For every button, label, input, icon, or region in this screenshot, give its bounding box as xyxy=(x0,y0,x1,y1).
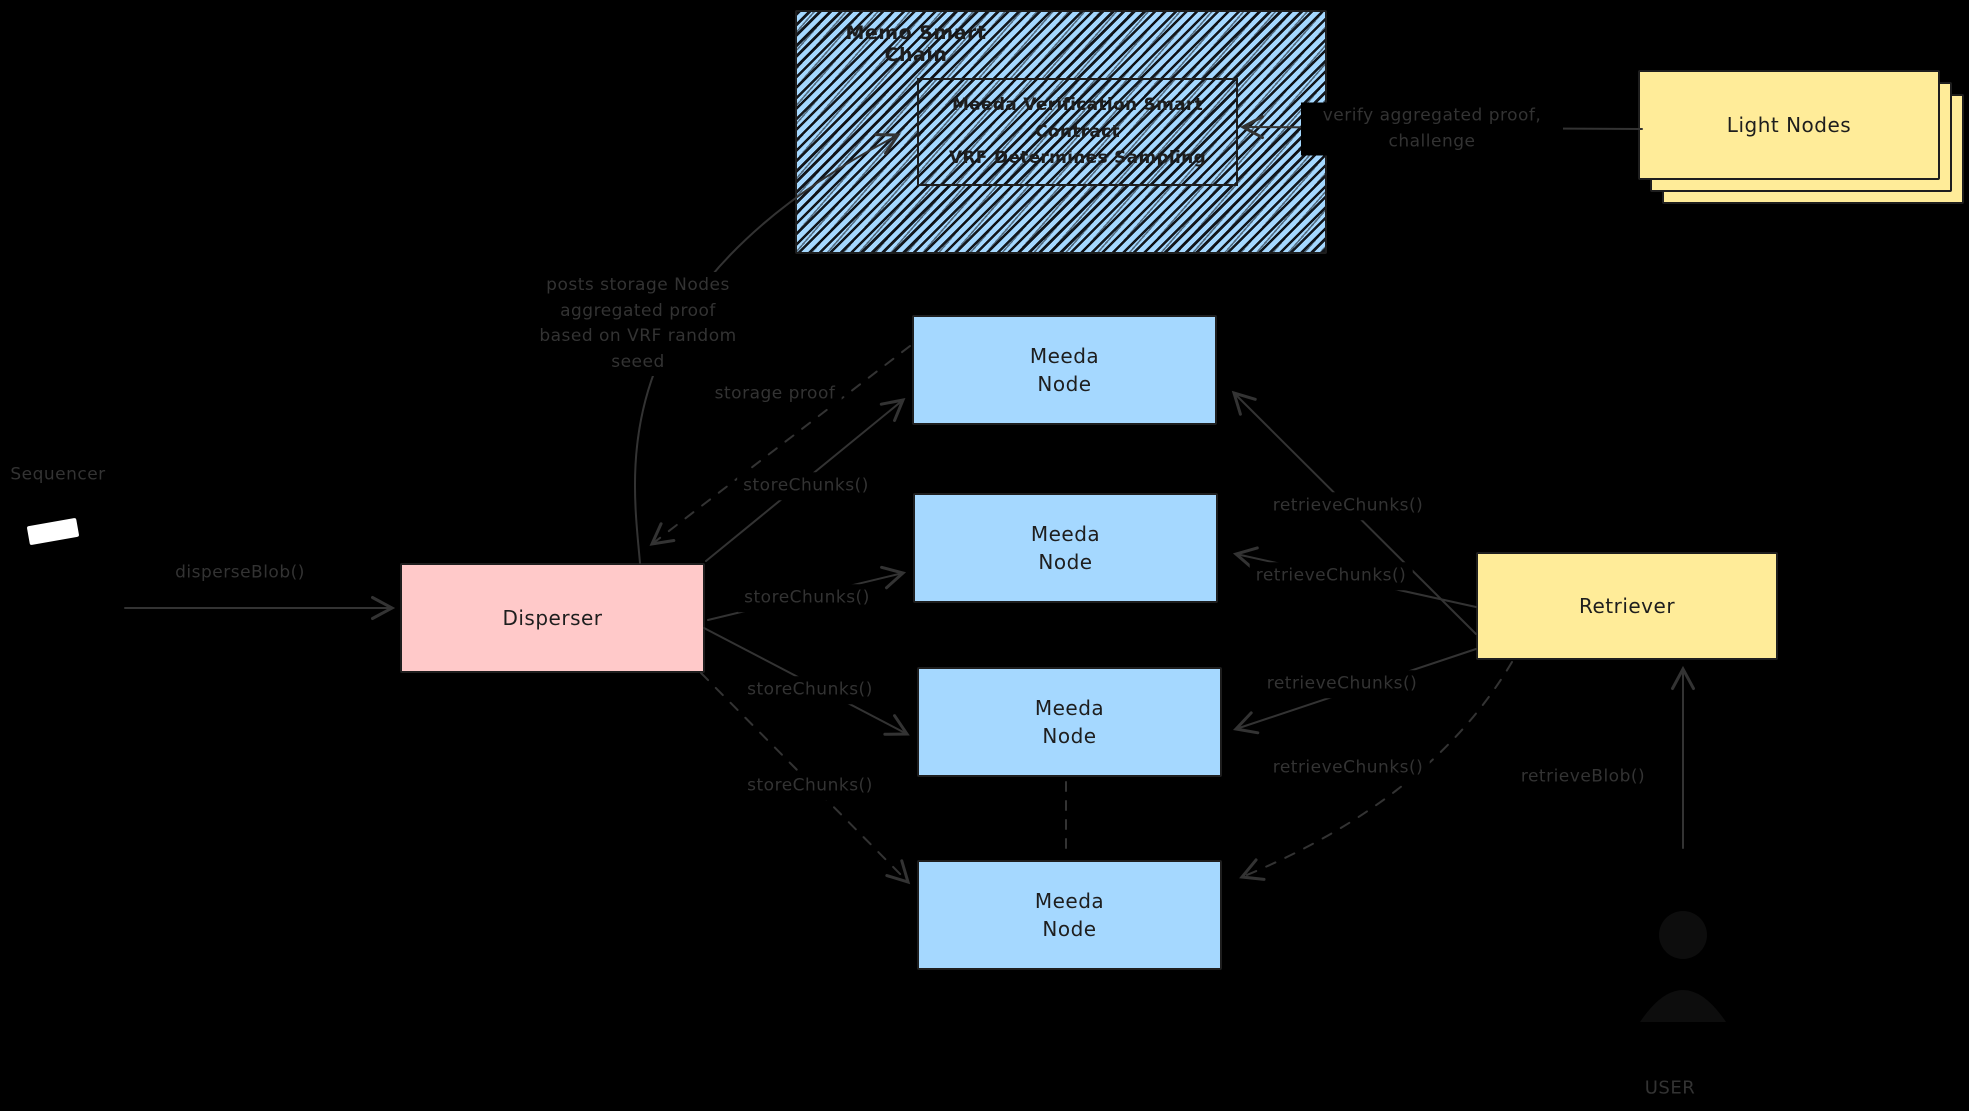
posts-proof-label: posts storage Nodes aggregated proof bas… xyxy=(518,272,758,376)
retrieve-blob-label: retrieveBlob() xyxy=(1514,763,1652,791)
meeda-node-2-line2: Node xyxy=(1038,550,1093,574)
verify-proof-line1: verify aggregated proof, xyxy=(1322,105,1542,126)
meeda-node-box-1: Meeda Node xyxy=(912,315,1217,425)
disperser-label: Disperser xyxy=(502,606,603,630)
store-chunks-label-4: storeChunks() xyxy=(741,772,879,800)
retrieve-chunks-label-2: retrieveChunks() xyxy=(1249,562,1413,590)
memo-smart-chain-title: Memo Smart Chain xyxy=(845,22,987,66)
retrieve-chunks-label-3: retrieveChunks() xyxy=(1260,670,1424,698)
user-icon xyxy=(1640,911,1726,1022)
meeda-node-4-line1: Meeda xyxy=(1034,889,1105,913)
contract-line-1: Meeda Verification Smart xyxy=(951,95,1204,116)
storage-proof-label: storage proof xyxy=(708,380,842,408)
contract-line-3: VRF Determines Sampling xyxy=(948,148,1207,169)
posts-proof-line2: aggregated proof xyxy=(560,300,716,321)
posts-proof-line4: seeed xyxy=(611,351,665,372)
meeda-node-1-line2: Node xyxy=(1037,372,1092,396)
posts-proof-line1: posts storage Nodes xyxy=(546,275,730,295)
posts-proof-line3: based on VRF random xyxy=(539,326,737,346)
meeda-node-box-4: Meeda Node xyxy=(917,860,1222,970)
contract-line-2: Contract xyxy=(1035,121,1120,142)
disperse-blob-label: disperseBlob() xyxy=(169,559,311,587)
memo-smart-chain-box: Memo Smart Chain Meeda Verification Smar… xyxy=(795,10,1327,254)
retrieve-chunks-arrow-4 xyxy=(1239,661,1513,881)
store-chunks-label-1: storeChunks() xyxy=(737,472,875,500)
disperser-box: Disperser xyxy=(400,563,705,673)
meeda-node-box-3: Meeda Node xyxy=(917,667,1222,777)
meeda-verification-contract-box: Meeda Verification Smart Contract VRF De… xyxy=(917,78,1238,186)
meeda-node-1-line1: Meeda xyxy=(1029,344,1100,368)
light-nodes-box: Light Nodes xyxy=(1638,70,1940,180)
verify-proof-label: verify aggregated proof, challenge xyxy=(1301,102,1563,156)
retriever-label: Retriever xyxy=(1578,594,1676,618)
meeda-node-3-line1: Meeda xyxy=(1034,696,1105,720)
retrieve-chunks-label-4: retrieveChunks() xyxy=(1266,754,1430,782)
light-nodes-label: Light Nodes xyxy=(1726,113,1852,137)
retriever-box: Retriever xyxy=(1476,552,1778,660)
meeda-node-3-line2: Node xyxy=(1042,724,1097,748)
verify-proof-line2: challenge xyxy=(1388,131,1476,151)
retrieve-chunks-label-1: retrieveChunks() xyxy=(1266,492,1430,520)
store-chunks-label-3: storeChunks() xyxy=(741,676,879,704)
meeda-node-box-2: Meeda Node xyxy=(913,493,1218,603)
sequencer-label: Sequencer xyxy=(4,461,112,489)
user-label: USER xyxy=(1638,1073,1702,1103)
meeda-node-2-line1: Meeda xyxy=(1030,522,1101,546)
meeda-node-4-line2: Node xyxy=(1042,917,1097,941)
store-chunks-label-2: storeChunks() xyxy=(738,584,876,612)
